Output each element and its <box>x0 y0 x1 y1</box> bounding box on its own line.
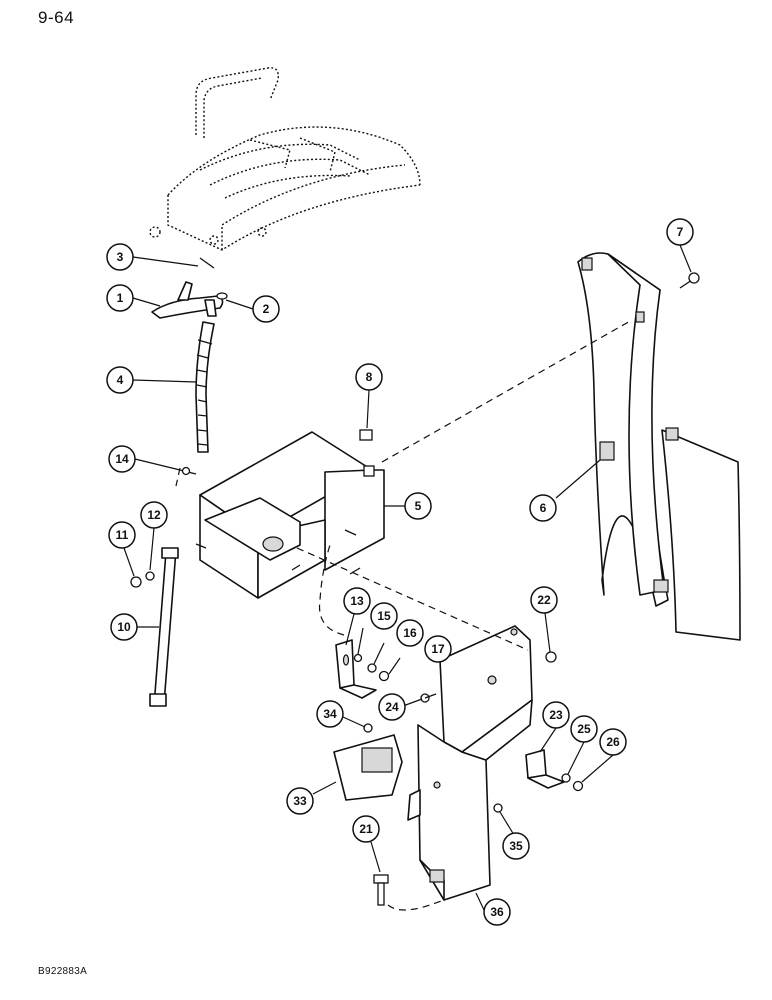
svg-text:7: 7 <box>677 225 684 239</box>
svg-text:26: 26 <box>606 735 620 749</box>
callout-7: 7 <box>666 218 694 246</box>
part-36-pedestal <box>407 625 533 901</box>
svg-text:21: 21 <box>359 822 373 836</box>
callout-33: 33 <box>286 787 314 815</box>
svg-text:24: 24 <box>385 700 399 714</box>
parts-11-12-nut-washer <box>130 571 155 588</box>
callout-26: 26 <box>599 728 627 756</box>
callout-11: 11 <box>108 521 136 549</box>
part-22-nut <box>545 651 557 663</box>
part-21-bolt <box>373 874 389 906</box>
callout-21: 21 <box>352 815 380 843</box>
callout-1: 1 <box>106 284 134 312</box>
callout-6: 6 <box>529 494 557 522</box>
part-7-screw <box>679 272 700 289</box>
part-14-bolt <box>179 466 197 476</box>
callout-14: 14 <box>108 445 136 473</box>
svg-text:10: 10 <box>117 620 131 634</box>
svg-text:25: 25 <box>577 722 591 736</box>
part-1-lever <box>151 257 228 319</box>
callout-16: 16 <box>396 619 424 647</box>
svg-text:8: 8 <box>366 370 373 384</box>
page-number: 9-64 <box>38 8 75 27</box>
part-23-bracket <box>525 749 584 792</box>
callout-12: 12 <box>140 501 168 529</box>
svg-text:2: 2 <box>263 302 270 316</box>
svg-text:13: 13 <box>350 594 364 608</box>
leader-lines <box>123 244 692 911</box>
svg-text:15: 15 <box>377 609 391 623</box>
callout-24: 24 <box>378 693 406 721</box>
svg-text:23: 23 <box>549 708 563 722</box>
svg-text:11: 11 <box>116 528 129 542</box>
part-33-plate <box>333 723 403 801</box>
svg-text:35: 35 <box>509 839 523 853</box>
svg-text:3: 3 <box>117 250 124 264</box>
assembly-lines <box>175 319 633 911</box>
svg-text:4: 4 <box>117 373 124 387</box>
part-4-flex-tube <box>195 321 215 453</box>
callout-25: 25 <box>570 715 598 743</box>
callout-17: 17 <box>424 635 452 663</box>
callout-34: 34 <box>316 700 344 728</box>
callout-15: 15 <box>370 602 398 630</box>
part-10-strap <box>149 547 179 707</box>
part-5-mounting-bracket <box>195 431 385 599</box>
part-6-side-panel <box>577 252 741 641</box>
svg-text:14: 14 <box>115 452 129 466</box>
svg-text:34: 34 <box>323 707 337 721</box>
figure-code: B922883A <box>38 966 88 977</box>
callout-22: 22 <box>530 586 558 614</box>
callout-4: 4 <box>106 366 134 394</box>
callout-13: 13 <box>343 587 371 615</box>
svg-text:6: 6 <box>540 501 547 515</box>
callout-23: 23 <box>542 701 570 729</box>
callout-3: 3 <box>106 243 134 271</box>
svg-text:5: 5 <box>415 499 422 513</box>
callout-2: 2 <box>252 295 280 323</box>
part-8-clip <box>359 429 373 441</box>
callout-35: 35 <box>502 832 530 860</box>
svg-text:33: 33 <box>293 794 307 808</box>
svg-text:22: 22 <box>537 593 551 607</box>
svg-text:16: 16 <box>403 626 417 640</box>
callout-8: 8 <box>355 363 383 391</box>
svg-text:17: 17 <box>431 642 445 656</box>
callout-5: 5 <box>404 492 432 520</box>
part-24-bolt <box>420 693 437 703</box>
callouts: 1 2 3 4 5 6 7 8 10 11 12 13 14 15 16 17 … <box>106 218 694 926</box>
svg-text:12: 12 <box>147 508 161 522</box>
svg-text:1: 1 <box>117 291 124 305</box>
svg-text:36: 36 <box>490 905 504 919</box>
callout-36: 36 <box>483 898 511 926</box>
phantom-console-outline <box>149 67 421 251</box>
callout-10: 10 <box>110 613 138 641</box>
